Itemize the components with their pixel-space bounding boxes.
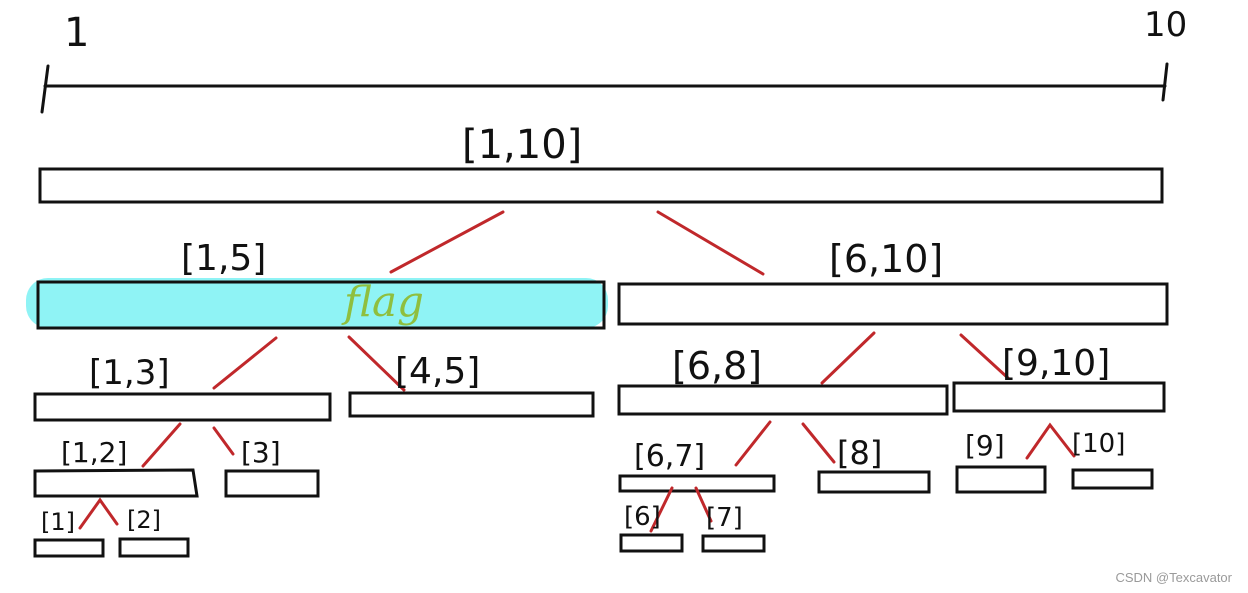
node-box-8 bbox=[817, 470, 931, 494]
node-box-1 bbox=[33, 538, 105, 558]
edge-6-10-to-9-10 bbox=[959, 333, 1010, 380]
edge-6-7-to-7 bbox=[694, 486, 713, 523]
edge-1-3-to-1-2 bbox=[141, 422, 182, 468]
number-line-right-tick bbox=[1161, 62, 1169, 102]
node-label-4-5: [4,5] bbox=[395, 351, 480, 392]
flag-label: flag bbox=[341, 277, 424, 326]
node-label-1-3: [1,3] bbox=[89, 353, 170, 393]
edge-6-7-to-6 bbox=[649, 486, 674, 533]
node-box-1-5 bbox=[36, 280, 606, 330]
node-label-6-10: [6,10] bbox=[829, 237, 943, 281]
edge-1-3-to-3 bbox=[212, 426, 235, 456]
node-box-1-10 bbox=[38, 167, 1164, 204]
watermark: CSDN @Texcavator bbox=[1115, 570, 1232, 585]
node-label-1-10: [1,10] bbox=[462, 122, 582, 168]
node-box-7 bbox=[701, 534, 766, 553]
edge-6-8-to-6-7 bbox=[734, 420, 772, 467]
node-label-2: [2] bbox=[127, 506, 161, 534]
highlight-band bbox=[26, 278, 608, 328]
edge-1-2-to-children bbox=[78, 497, 119, 530]
node-label-6-7: [6,7] bbox=[634, 439, 705, 474]
node-box-1-3 bbox=[33, 392, 332, 422]
edge-6-10-to-6-8 bbox=[820, 331, 876, 385]
node-label-7: [7] bbox=[706, 503, 743, 533]
axis-start-label: 1 bbox=[64, 10, 89, 56]
node-label-9: [9] bbox=[965, 429, 1005, 462]
number-line bbox=[40, 62, 1169, 114]
node-label-3: [3] bbox=[241, 436, 281, 469]
node-label-1-2: [1,2] bbox=[61, 436, 127, 469]
node-box-1-2 bbox=[33, 468, 199, 498]
node-box-9-10 bbox=[952, 381, 1166, 413]
node-label-10: [10] bbox=[1072, 429, 1125, 459]
node-label-1: [1] bbox=[41, 508, 75, 536]
node-label-9-10: [9,10] bbox=[1002, 343, 1110, 384]
node-label-6-8: [6,8] bbox=[672, 344, 762, 388]
number-line-left-tick bbox=[40, 64, 50, 114]
edge-1-5-to-1-3 bbox=[212, 336, 278, 390]
node-box-6-10 bbox=[617, 282, 1169, 326]
edge-6-8-to-8 bbox=[801, 422, 836, 464]
node-box-4-5 bbox=[348, 391, 595, 418]
edge-1-10-to-1-5 bbox=[389, 210, 505, 274]
node-box-6-8 bbox=[617, 384, 949, 416]
edge-9-10-to-children bbox=[1025, 422, 1076, 460]
node-label-1-5: [1,5] bbox=[181, 238, 266, 279]
node-box-2 bbox=[118, 537, 190, 558]
node-box-9 bbox=[955, 465, 1047, 494]
axis-end-label: 10 bbox=[1144, 5, 1187, 45]
node-box-3 bbox=[224, 469, 320, 498]
node-label-6: [6] bbox=[624, 502, 661, 532]
node-label-8: [8] bbox=[837, 434, 882, 472]
edge-1-5-to-4-5 bbox=[347, 335, 406, 392]
edge-1-10-to-6-10 bbox=[656, 210, 765, 276]
node-box-10 bbox=[1071, 468, 1154, 490]
node-box-6 bbox=[619, 533, 684, 553]
